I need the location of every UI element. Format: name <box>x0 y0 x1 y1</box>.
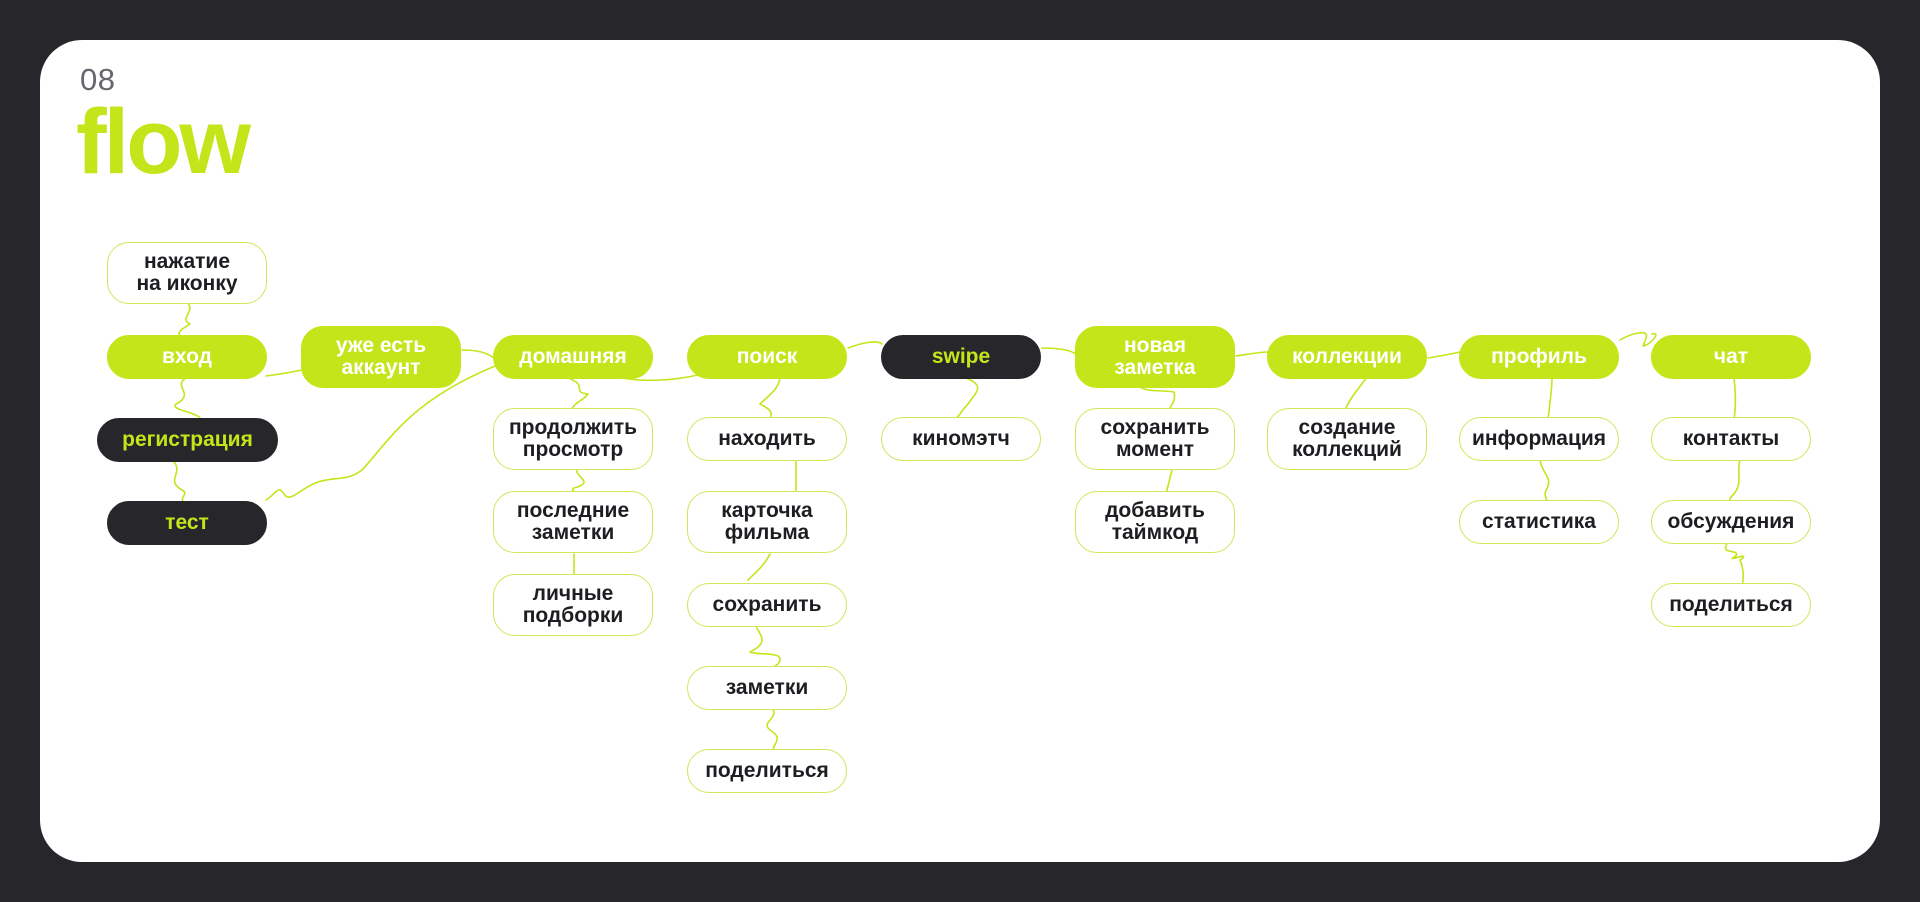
node-kinomatch[interactable]: киномэтч <box>881 417 1041 461</box>
node-registration[interactable]: регистрация <box>97 418 278 462</box>
node-statistics[interactable]: статистика <box>1459 500 1619 544</box>
node-discussions[interactable]: обсуждения <box>1651 500 1811 544</box>
node-share-chat[interactable]: поделиться <box>1651 583 1811 627</box>
node-test[interactable]: тест <box>107 501 267 545</box>
node-profile[interactable]: профиль <box>1459 335 1619 379</box>
node-tap-icon[interactable]: нажатие на иконку <box>107 242 267 304</box>
node-collections[interactable]: коллекции <box>1267 335 1427 379</box>
node-contacts[interactable]: контакты <box>1651 417 1811 461</box>
slide-title: flow <box>76 91 251 193</box>
node-login[interactable]: вход <box>107 335 267 379</box>
node-share-notes[interactable]: поделиться <box>687 749 847 793</box>
node-save[interactable]: сохранить <box>687 583 847 627</box>
node-chat[interactable]: чат <box>1651 335 1811 379</box>
node-recent-notes[interactable]: последние заметки <box>493 491 653 553</box>
node-personal-picks[interactable]: личные подборки <box>493 574 653 636</box>
node-continue-watching[interactable]: продолжить просмотр <box>493 408 653 470</box>
node-create-collections[interactable]: создание коллекций <box>1267 408 1427 470</box>
node-swipe[interactable]: swipe <box>881 335 1041 379</box>
node-info[interactable]: информация <box>1459 417 1619 461</box>
node-find[interactable]: находить <box>687 417 847 461</box>
slide-number: 08 <box>80 62 116 97</box>
node-save-moment[interactable]: сохранить момент <box>1075 408 1235 470</box>
node-new-note[interactable]: новая заметка <box>1075 326 1235 388</box>
node-movie-card[interactable]: карточка фильма <box>687 491 847 553</box>
node-notes[interactable]: заметки <box>687 666 847 710</box>
node-search[interactable]: поиск <box>687 335 847 379</box>
node-add-timecode[interactable]: добавить таймкод <box>1075 491 1235 553</box>
node-has-account[interactable]: уже есть аккаунт <box>301 326 461 388</box>
node-home[interactable]: домашняя <box>493 335 653 379</box>
